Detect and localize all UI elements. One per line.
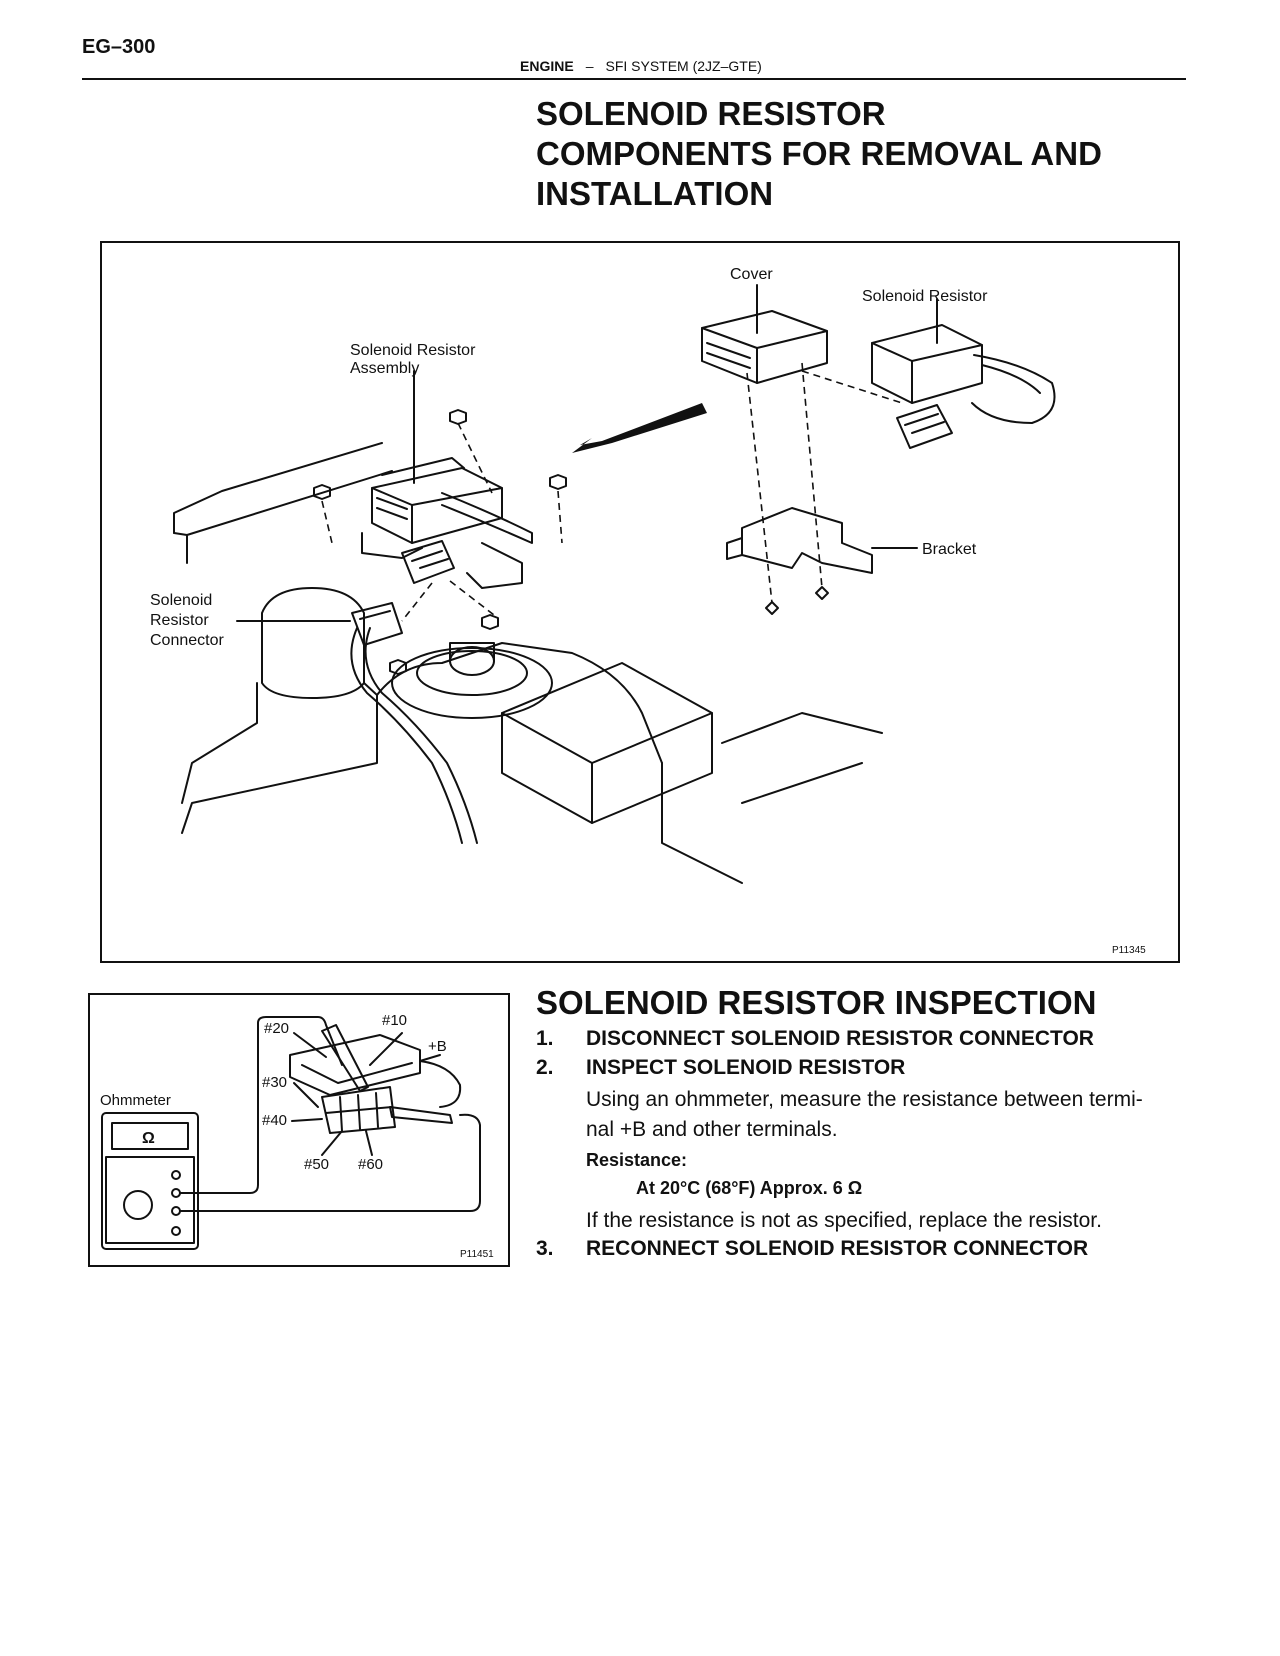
inspection-figure: Ohmmeter Ω #10 #20 #30 #40 #50 #60 +B P1… xyxy=(88,993,510,1267)
step-1: 1. DISCONNECT SOLENOID RESISTOR CONNECTOR xyxy=(536,1027,1094,1051)
page-number: EG–300 xyxy=(82,36,156,58)
instruction-line: nal +B and other terminals. xyxy=(586,1118,838,1141)
terminal-20: #20 xyxy=(264,1020,289,1037)
terminal-60: #60 xyxy=(358,1156,383,1173)
figure-id: P11345 xyxy=(1112,945,1146,956)
label-bracket: Bracket xyxy=(922,541,977,558)
label-cover: Cover xyxy=(730,266,773,283)
step-2: 2. INSPECT SOLENOID RESISTOR xyxy=(536,1056,905,1080)
resistor-assembly xyxy=(371,467,503,544)
ohm-symbol: Ω xyxy=(142,1130,155,1147)
label-connector: Connector xyxy=(150,632,224,649)
resistor-wires xyxy=(419,1060,462,1108)
resistance-spec: At 20°C (68°F) Approx. 6 Ω xyxy=(636,1178,863,1198)
harness-connector xyxy=(351,602,403,646)
inspection-title: SOLENOID RESISTOR INSPECTION xyxy=(536,984,1097,1021)
resistor-body xyxy=(289,1034,421,1096)
reservoir-cap xyxy=(261,587,365,699)
header-rule xyxy=(82,78,1186,80)
battery-box xyxy=(501,662,713,824)
label-assembly: Assembly xyxy=(350,360,419,377)
header-separator: – xyxy=(585,58,594,74)
header-subsection: SFI SYSTEM (2JZ–GTE) xyxy=(605,58,762,74)
ohmmeter-display xyxy=(111,1122,189,1150)
bracket-part xyxy=(741,507,873,574)
title-line: COMPONENTS FOR REMOVAL AND xyxy=(536,135,1102,172)
components-figure: Cover Solenoid Resistor Solenoid Resisto… xyxy=(100,241,1180,963)
screw xyxy=(815,586,829,600)
terminal-10: #10 xyxy=(382,1012,407,1029)
step-number: 2. xyxy=(536,1056,554,1079)
resistor-wires xyxy=(971,354,1056,424)
probe-jack xyxy=(171,1206,181,1216)
ohmmeter-illustration: Ohmmeter Ω #10 #20 #30 #40 #50 #60 +B P1… xyxy=(100,1012,494,1260)
terminal-40: #40 xyxy=(262,1112,287,1129)
direction-arrow xyxy=(572,403,707,453)
step-text: INSPECT SOLENOID RESISTOR xyxy=(586,1056,906,1079)
strut-mount xyxy=(391,647,553,719)
wire-harness xyxy=(350,627,463,844)
label-assembly: Solenoid Resistor xyxy=(350,342,476,359)
assembly-wires xyxy=(441,492,533,544)
probe-jack xyxy=(171,1188,181,1198)
title-line: SOLENOID RESISTOR xyxy=(536,95,886,132)
screw xyxy=(765,601,779,615)
cover-part xyxy=(701,310,828,384)
bolt xyxy=(389,659,407,675)
body-panel-line xyxy=(173,442,383,534)
assembly-connector xyxy=(401,540,455,584)
resistance-label: Resistance: xyxy=(586,1150,688,1170)
label-connector: Resistor xyxy=(150,612,209,629)
instruction-line: Using an ohmmeter, measure the resistanc… xyxy=(586,1088,1143,1111)
label-solenoid-resistor: Solenoid Resistor xyxy=(862,288,988,305)
ohmmeter-body xyxy=(101,1112,199,1250)
replace-note: If the resistance is not as specified, r… xyxy=(586,1209,1102,1232)
terminal-50: #50 xyxy=(304,1156,329,1173)
connector-face xyxy=(321,1086,396,1134)
step-number: 3. xyxy=(536,1237,554,1260)
ohmmeter-dial xyxy=(123,1190,153,1220)
bolt xyxy=(481,614,499,630)
exploded-connector xyxy=(896,404,953,449)
running-header: ENGINE–SFI SYSTEM (2JZ–GTE) xyxy=(520,58,762,74)
step-text: RECONNECT SOLENOID RESISTOR CONNECTOR xyxy=(586,1237,1089,1260)
probe-lead xyxy=(179,1016,343,1194)
nut xyxy=(313,484,331,500)
step-3: 3. RECONNECT SOLENOID RESISTOR CONNECTOR xyxy=(536,1237,1088,1261)
probe-lead xyxy=(179,1113,481,1212)
step-text: DISCONNECT SOLENOID RESISTOR CONNECTOR xyxy=(586,1027,1094,1050)
probe xyxy=(389,1106,453,1124)
nut xyxy=(549,474,567,490)
terminal-30: #30 xyxy=(262,1074,287,1091)
instruction-paragraph: Using an ohmmeter, measure the resistanc… xyxy=(586,1085,1196,1145)
title-line: INSTALLATION xyxy=(536,175,774,212)
label-connector: Solenoid xyxy=(150,592,212,609)
figure-id: P11451 xyxy=(460,1249,494,1260)
strut-tower xyxy=(376,642,663,764)
components-illustration: Cover Solenoid Resistor Solenoid Resisto… xyxy=(150,266,1146,956)
ohmmeter-label: Ohmmeter xyxy=(100,1092,171,1109)
nut xyxy=(449,409,467,425)
assembly-bracket xyxy=(466,542,523,589)
terminal-plus-b: +B xyxy=(428,1038,447,1055)
solenoid-resistor-part xyxy=(871,324,983,404)
step-number: 1. xyxy=(536,1027,554,1050)
components-title: SOLENOID RESISTOR COMPONENTS FOR REMOVAL… xyxy=(536,94,1176,214)
probe xyxy=(321,1024,369,1092)
header-section: ENGINE xyxy=(520,58,574,74)
engine-outline xyxy=(181,682,378,834)
